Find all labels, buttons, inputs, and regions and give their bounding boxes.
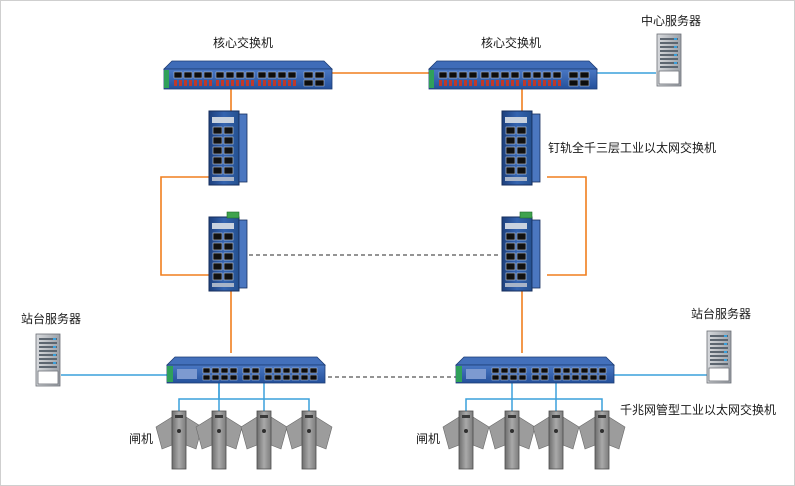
gate-right-label: 闸机 <box>416 432 441 446</box>
station-server-left-label: 站台服务器 <box>21 312 82 326</box>
ring-right-link <box>547 176 587 276</box>
din-switch-top-right <box>501 110 541 186</box>
access-switch-right <box>455 356 615 384</box>
fiber-links <box>160 72 587 353</box>
din-rail-switch-label: 钉轨全千三层工业以太网交换机 <box>548 141 717 155</box>
core-switch-right <box>428 60 598 90</box>
center-server-label: 中心服务器 <box>641 14 702 28</box>
gate-icon-5 <box>442 410 490 470</box>
station-server-right-icon <box>706 330 732 384</box>
center-server-icon <box>656 33 682 87</box>
gate-icon-3 <box>240 410 288 470</box>
gate-bus-right <box>465 398 603 419</box>
station-server-left-icon <box>35 333 61 387</box>
ring-left-link <box>160 176 209 276</box>
din-switch-bottom-left <box>209 212 247 291</box>
din-switch-bottom-right <box>502 212 540 291</box>
access-switch-left <box>166 356 326 384</box>
core-switch-left <box>163 60 333 90</box>
din-switch-top-left <box>208 110 248 186</box>
core-switch-left-label: 核心交换机 <box>213 36 274 50</box>
gate-icon-7 <box>532 410 580 470</box>
gate-icon-6 <box>488 410 536 470</box>
gate-icon-4 <box>285 410 333 470</box>
station-server-right-label: 站台服务器 <box>691 307 752 321</box>
gate-icon-2 <box>195 410 243 470</box>
core-switch-right-label: 核心交换机 <box>481 36 542 50</box>
gate-icon-1 <box>155 410 203 470</box>
gate-bus-left <box>178 398 310 419</box>
gate-left-label: 闸机 <box>129 432 154 446</box>
redundant-links <box>249 254 501 378</box>
gate-icon-8 <box>578 410 626 470</box>
managed-switch-label: 千兆网管型工业以太网交换机 <box>620 403 777 417</box>
